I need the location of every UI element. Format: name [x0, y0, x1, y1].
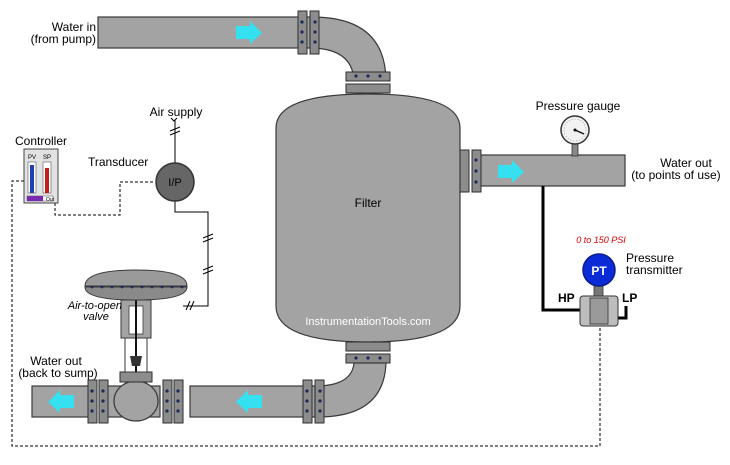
pressure-gauge-label: Pressure gauge — [536, 99, 621, 113]
left-arrow-icon — [48, 390, 74, 413]
hp-label: HP — [558, 291, 575, 305]
controller-pv-label: PV — [28, 155, 36, 161]
pt-label: PT — [591, 264, 607, 278]
out-bar — [27, 196, 43, 201]
top-flange-b — [345, 83, 391, 94]
air-supply-hash — [169, 126, 181, 136]
ip-label: I/P — [168, 177, 181, 189]
controller-to-transducer-signal — [54, 181, 155, 216]
signal-lines — [11, 180, 601, 447]
controller-label: Controller — [15, 134, 67, 148]
filter-label: Filter — [355, 196, 382, 210]
use-outlet-pipe — [459, 149, 626, 193]
water-out-use-label: Water out — [660, 156, 712, 170]
controller-out-label: Out — [46, 197, 55, 203]
text-labels: Water in (from pump) Air supply Controll… — [15, 20, 721, 380]
bottom-outlet-pipe — [189, 341, 391, 424]
control-valve — [31, 269, 188, 424]
pressure-transmitter-sublabel: transmitter — [626, 263, 683, 277]
pressure-transmitter — [579, 253, 619, 327]
air-to-open-sublabel: valve — [83, 311, 109, 323]
filter-vessel — [275, 93, 461, 343]
water-out-sump-sublabel: (back to sump) — [18, 366, 97, 380]
air-to-open-label: Air-to-open — [67, 300, 122, 312]
water-out-use-sublabel: (to points of use) — [631, 168, 720, 182]
air-supply-label: Air supply — [150, 105, 203, 119]
controller-to-transmitter-signal — [11, 180, 601, 447]
sp-bar — [45, 168, 49, 193]
water-out-sump-label: Water out — [30, 354, 82, 368]
lp-label: LP — [622, 291, 637, 305]
impulse-lines — [541, 186, 628, 320]
transducer-to-valve-tube — [174, 200, 209, 307]
controller-faceplate — [23, 148, 59, 204]
water-in-sublabel: (from pump) — [31, 32, 96, 46]
pv-bar — [30, 165, 34, 193]
water-in-label: Water in — [52, 20, 96, 34]
pressure-transmitter-label: Pressure — [626, 251, 674, 265]
inlet-pipe — [97, 10, 391, 94]
left-arrow-icon — [236, 390, 262, 413]
range-label: 0 to 150 PSI — [576, 235, 626, 245]
pneumatic-hash-marks — [185, 233, 214, 311]
controller-sp-label: SP — [43, 155, 51, 161]
right-arrow-icon — [498, 160, 524, 183]
pressure-gauge-icon — [560, 115, 590, 157]
pneumatic-lines — [169, 117, 214, 311]
right-arrow-icon — [236, 21, 262, 44]
watermark: InstrumentationTools.com — [305, 316, 430, 328]
transducer-label: Transducer — [88, 155, 148, 169]
ip-transducer — [155, 162, 195, 202]
air-supply-tick — [170, 117, 178, 122]
